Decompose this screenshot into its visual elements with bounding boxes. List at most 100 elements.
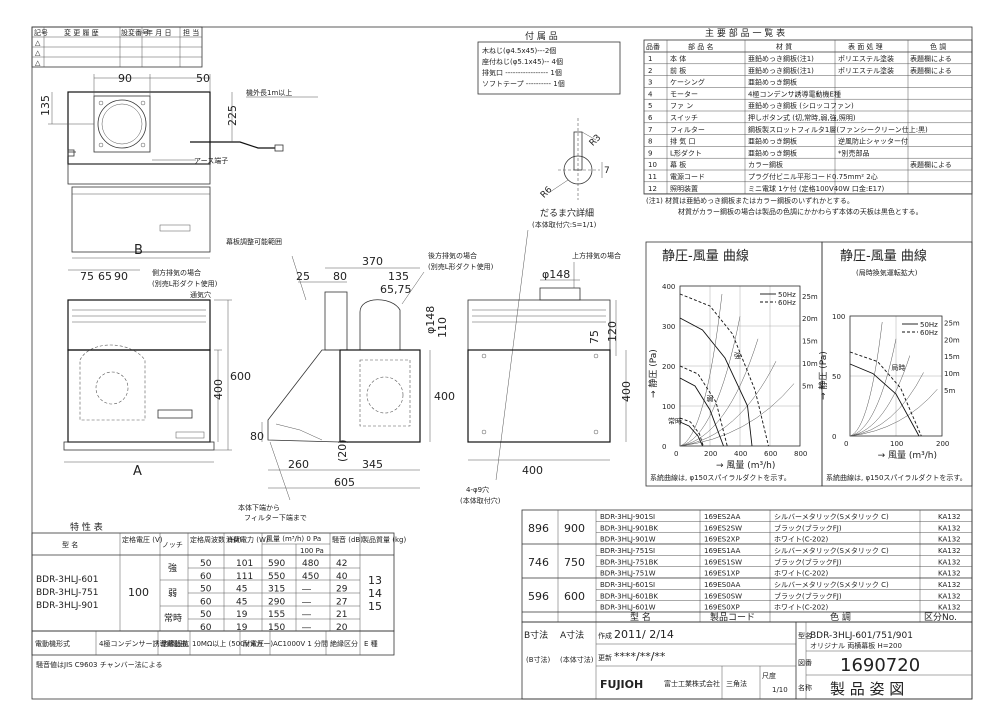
parts-cell: 10 bbox=[648, 161, 657, 169]
rev-header-number: 設変番号 bbox=[121, 28, 149, 37]
rev-header-mark: 記号 bbox=[34, 28, 48, 37]
spec-footer: AC1000V 1 分間 bbox=[273, 639, 328, 648]
parts-table-title: 主 要 部 品 一 覧 表 bbox=[705, 27, 785, 39]
product-header: 区分No. bbox=[924, 612, 957, 623]
product-cell: KA132 bbox=[938, 581, 961, 589]
parts-header: 品番 bbox=[646, 43, 660, 51]
dim-65-75: 65,75 bbox=[380, 283, 412, 296]
spec-header: 製品質量 (kg) bbox=[362, 535, 406, 544]
title-block: 作成 2011/ 2/14 更新 ****/**/** (B寸法) (本体寸法)… bbox=[521, 621, 973, 700]
rev-header-person: 担 当 bbox=[183, 28, 199, 37]
x-tick-label: 400 bbox=[734, 450, 747, 458]
spec-cell: 42 bbox=[336, 559, 347, 569]
dim-600: 600 bbox=[230, 370, 251, 383]
noise-note: 騒音値はJIS C9603 チャンバー法による bbox=[36, 660, 162, 669]
product-cell: 169ES0XP bbox=[704, 604, 740, 612]
dim-65: 65 bbox=[98, 270, 112, 283]
parts-cell: スイッチ bbox=[670, 114, 698, 122]
parts-cell: 亜鉛めっき鋼板 (シロッコファン) bbox=[748, 101, 854, 110]
product-cell: KA132 bbox=[938, 558, 961, 566]
parts-cell: 幕 板 bbox=[670, 160, 686, 169]
series-line bbox=[849, 363, 920, 437]
spec-model: BDR-3HLJ-751 bbox=[36, 588, 99, 598]
spec-header: 消費電力 (W) bbox=[226, 535, 269, 544]
keyhole-dim-7: 7 bbox=[604, 166, 610, 176]
duct-curve bbox=[679, 361, 777, 447]
product-cell: ブラック(ブラックFJ) bbox=[774, 591, 842, 600]
parts-cell: 亜鉛めっき鋼板 bbox=[748, 78, 797, 87]
parts-header: 部 品 名 bbox=[688, 42, 713, 51]
product-cell: シルバーメタリック(Sメタリック C) bbox=[774, 546, 889, 555]
product-cell: BDR-3HLJ-601BK bbox=[600, 592, 658, 600]
spec-model: BDR-3HLJ-601 bbox=[36, 575, 99, 585]
dim-400: 400 bbox=[212, 379, 225, 400]
dim-260: 260 bbox=[288, 458, 309, 471]
earth-terminal-label: アース端子 bbox=[194, 156, 228, 165]
keyhole-r6: R6 bbox=[539, 185, 555, 201]
keyhole-subtitle: (本体取付穴:S=1/1) bbox=[532, 220, 597, 229]
duct-curve bbox=[679, 383, 795, 447]
dim-110: 110 bbox=[436, 317, 449, 338]
accessory-item: 座付ねじ(φ5.1x45)-- 4個 bbox=[482, 57, 563, 66]
y-tick-label: 300 bbox=[662, 323, 675, 331]
duct-curve bbox=[679, 293, 723, 447]
dim-400c: 400 bbox=[620, 381, 633, 402]
parts-cell: 電源コード bbox=[670, 172, 705, 181]
spec-cell: 29 bbox=[336, 585, 348, 595]
accessory-item: 木ねじ(φ4.5x45)---2個 bbox=[482, 46, 556, 55]
parts-cell: ポリエステル塗装 bbox=[838, 54, 894, 63]
series-line bbox=[679, 417, 704, 447]
keyhole-r3: R3 bbox=[588, 133, 604, 149]
x-tick-label: 200 bbox=[704, 450, 717, 458]
spec-header: ノッチ bbox=[162, 541, 183, 549]
parts-cell: 7 bbox=[648, 126, 652, 134]
b-dim-paren: (B寸法) bbox=[526, 655, 551, 664]
series-line bbox=[849, 351, 922, 437]
product-cell: BDR-3HLJ-601W bbox=[600, 604, 656, 612]
rear-exhaust-sub: (別売L形ダクト使用) bbox=[428, 262, 494, 271]
spec-notch: 強 bbox=[168, 562, 177, 574]
dim-25: 25 bbox=[296, 270, 310, 283]
product-cell: KA132 bbox=[938, 604, 961, 612]
spec-table-title: 特 性 表 bbox=[70, 521, 103, 533]
b-dim-label: B寸法 bbox=[524, 629, 548, 641]
y-tick-label: 400 bbox=[662, 283, 675, 291]
vent-hole-label: 通気穴 bbox=[190, 290, 211, 299]
parts-cell: 亜鉛めっき鋼板 bbox=[748, 137, 797, 146]
product-cell: 169ES2XP bbox=[704, 536, 740, 544]
duct-curve bbox=[849, 372, 924, 437]
dim-B: B bbox=[134, 243, 143, 258]
spec-cell: 19 bbox=[236, 610, 248, 620]
scale-value: 1/10 bbox=[772, 686, 788, 694]
parts-cell: ミニ電球 1ケ付 (定格100V40W 口金:E17) bbox=[748, 184, 885, 193]
keyhole-title: だるま穴詳細 bbox=[540, 207, 594, 219]
product-cell: KA132 bbox=[938, 592, 961, 600]
product-cell: KA132 bbox=[938, 513, 961, 521]
dim-50: 50 bbox=[196, 72, 210, 85]
parts-cell: 6 bbox=[648, 114, 653, 122]
spec-cell: 480 bbox=[302, 559, 319, 569]
spec-cell: 290 bbox=[268, 597, 285, 607]
parts-cell: 11 bbox=[648, 173, 657, 181]
product-cell: ブラック(ブラックFJ) bbox=[774, 557, 842, 566]
duct-curve bbox=[679, 316, 741, 447]
x-axis-label: → 風量 (m³/h) bbox=[878, 450, 937, 461]
drawing-title: 製 品 姿 図 bbox=[830, 680, 904, 698]
dim-phi148: φ148 bbox=[424, 306, 437, 334]
spec-cell: 60 bbox=[200, 597, 212, 607]
a-dim-paren: (本体寸法) bbox=[560, 655, 594, 664]
spec-cell: 40 bbox=[336, 572, 348, 582]
dim-345: 345 bbox=[362, 458, 383, 471]
spec-header: 定格周波数 (Hz) bbox=[190, 535, 242, 544]
model-name: BDR-3HLJ-601/751/901 bbox=[810, 631, 913, 641]
product-a-dim: 750 bbox=[564, 556, 585, 569]
rev-mark-2: △ bbox=[35, 49, 41, 57]
series-line bbox=[679, 421, 703, 447]
spec-header: 騒音 (dB) bbox=[332, 535, 363, 544]
top-view-drawing: 90 50 135 225 機外長1m以上 アース端子 B bbox=[39, 72, 318, 259]
spec-footer: 絶縁区分 bbox=[330, 639, 358, 648]
